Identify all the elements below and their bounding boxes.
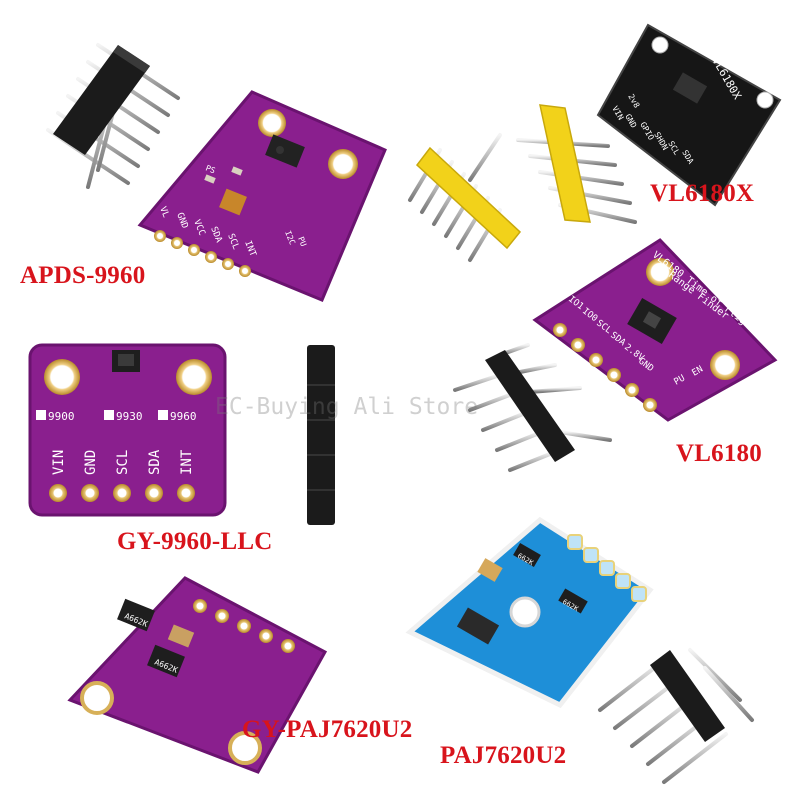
gy9960-pin-labels: VIN GND SCL SDA INT	[51, 449, 195, 475]
apds-9960-board: PS VL GND VCC SDA SCL INT I2C PU	[137, 90, 387, 302]
black-pin-header-center	[263, 345, 414, 525]
black-pin-header-bottom-right	[598, 648, 754, 784]
store-watermark: EC-Buying Ali Store	[215, 394, 479, 420]
gy-paj7620u2-board: A662K A662K	[67, 576, 328, 774]
vl6180-board: VL6180 Time of Flight Range Finder IO1 I…	[532, 238, 778, 422]
apds-jumper-label: PU	[296, 235, 308, 247]
label-gy-paj7620u2: GY-PAJ7620U2	[242, 716, 413, 743]
apds-ps-text: PS	[204, 164, 216, 176]
gy9960-code: 9930	[116, 410, 143, 423]
gy9960-pin-label: SDA	[147, 449, 163, 475]
gy9960-pin-label: GND	[83, 450, 99, 475]
vl6180x-board: VL6180X 2v8 VIN GND GPIO SHDN SCL SDA	[596, 23, 782, 207]
yellow-pin-header-2	[503, 104, 637, 224]
gy9960-pin-label: VIN	[51, 450, 67, 475]
gy9960-pin-label: INT	[179, 449, 195, 475]
gy9960-code: 9900	[48, 410, 75, 423]
vl6180-extra-label: EN	[691, 365, 705, 379]
gy9960-pin-label: SCL	[115, 450, 131, 475]
gy9960-code: 9960	[170, 410, 197, 423]
label-paj7620u2: PAJ7620U2	[440, 742, 567, 769]
vl6180-extra-label: PU	[673, 374, 687, 388]
label-apds-9960: APDS-9960	[20, 262, 146, 289]
paj7620u2-board: 662K 662K	[405, 516, 654, 709]
yellow-pin-header-1	[408, 133, 522, 262]
black-pin-header-right	[453, 343, 612, 472]
label-vl6180: VL6180	[676, 440, 762, 467]
apds-pin-label: VL	[157, 205, 170, 219]
label-vl6180x: VL6180X	[650, 180, 755, 207]
gy-9960-llc-board: 9900 9930 9960 VIN GND SCL SDA INT	[28, 343, 227, 517]
label-gy-9960-llc: GY-9960-LLC	[117, 528, 273, 555]
black-pin-header-top-left	[46, 43, 180, 189]
